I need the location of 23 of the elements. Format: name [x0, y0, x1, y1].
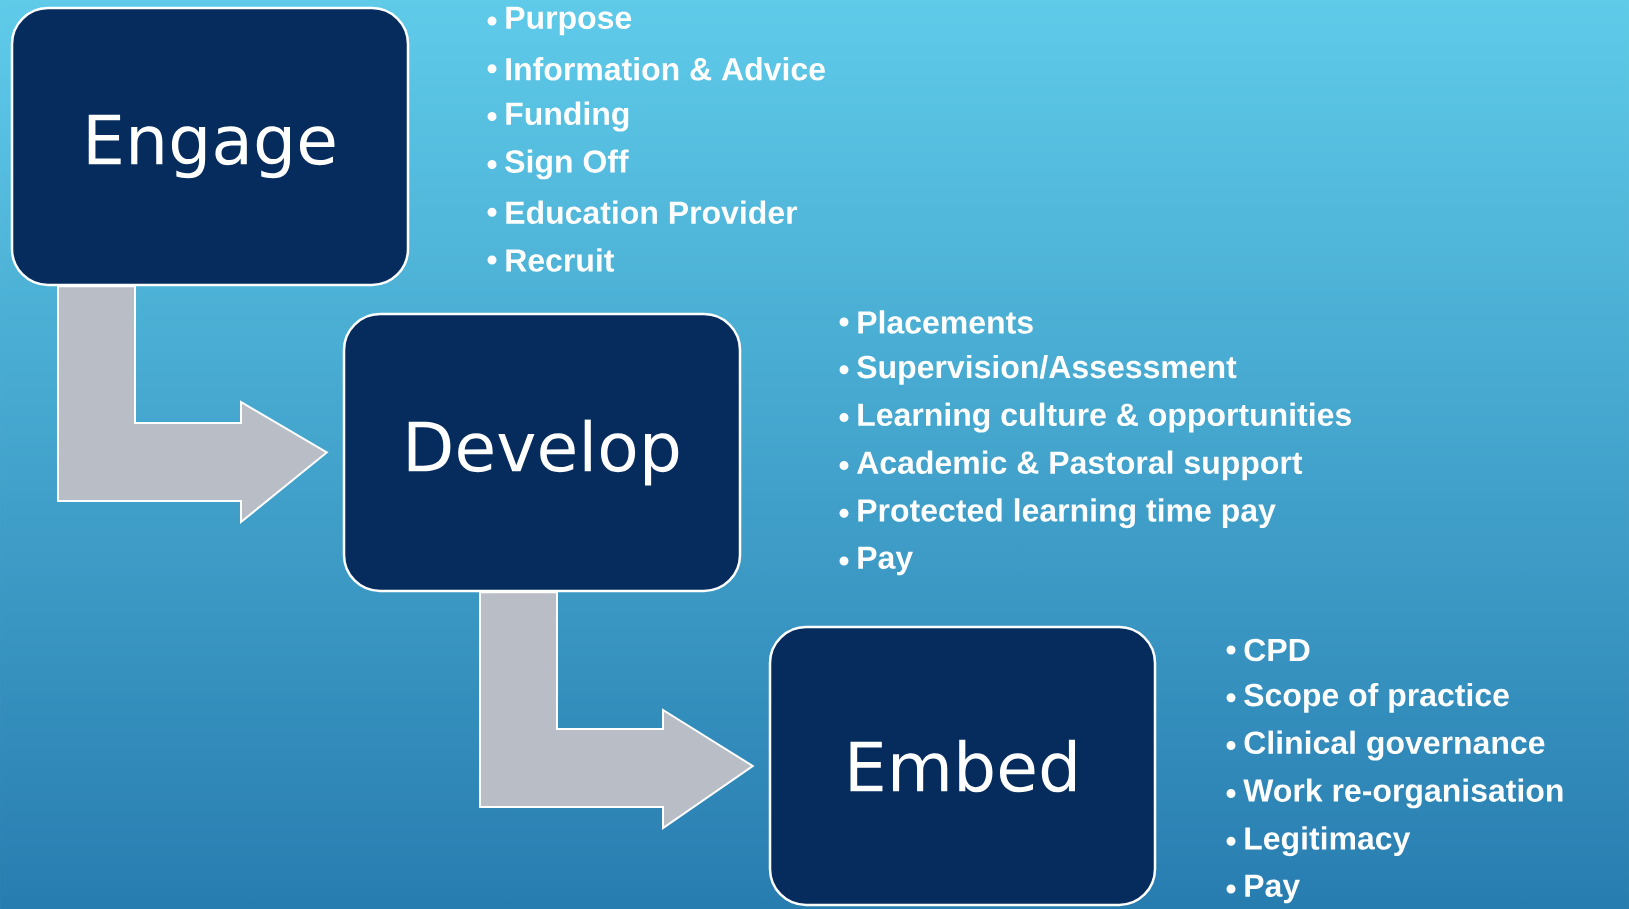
bullet-item: CPD — [1244, 638, 1310, 662]
bullet-item: Placements — [858, 310, 1033, 334]
bullet-item: Protected learning time pay — [858, 498, 1276, 529]
bullet-item: Recruit — [506, 248, 615, 272]
bent-arrow — [57, 285, 329, 525]
process-box: Embed — [768, 625, 1157, 907]
bullet-item: Pay — [1245, 874, 1300, 904]
bullet-item: Funding — [506, 101, 629, 132]
bullet-item: Pay — [858, 546, 913, 576]
bullet-item: Supervision/Assessment — [857, 354, 1237, 385]
bullet-item: Academic & Pastoral support — [857, 450, 1303, 481]
bullet-item: Legitimacy — [1245, 826, 1411, 857]
process-box: Engage — [10, 6, 410, 287]
bent-arrow — [479, 591, 755, 830]
bullet-item: Scope of practice — [1244, 682, 1509, 713]
bullet-item: Work re-organisation — [1243, 778, 1563, 809]
bullet-item: Information & Advice — [506, 57, 825, 81]
bullet-item: Learning culture & opportunities — [858, 402, 1351, 433]
bullet-item: Clinical governance — [1244, 730, 1545, 761]
process-box: Develop — [342, 312, 742, 593]
bullet-item: Purpose — [506, 6, 632, 36]
bullet-item: Sign Off — [505, 149, 629, 180]
bullet-item: Education Provider — [506, 200, 798, 224]
